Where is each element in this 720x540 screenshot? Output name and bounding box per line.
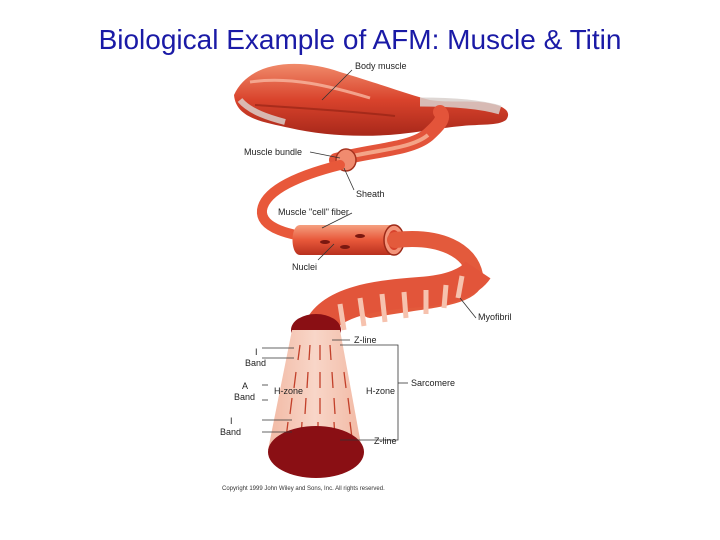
- label-sarcomere: Sarcomere: [411, 378, 455, 388]
- label-i-band-top-letter: I: [255, 347, 258, 357]
- label-a-band-word: Band: [234, 392, 255, 402]
- label-sheath: Sheath: [356, 189, 385, 199]
- label-z-line-bottom: Z-line: [374, 436, 397, 446]
- label-body-muscle: Body muscle: [355, 61, 407, 71]
- label-h-zone-right: H-zone: [366, 386, 395, 396]
- label-h-zone-left: H-zone: [274, 386, 303, 396]
- sarcomere-enlargement: [268, 330, 364, 478]
- label-muscle-cell-fiber: Muscle "cell" fiber: [278, 207, 349, 217]
- label-a-band-letter: A: [242, 381, 248, 391]
- slide-title: Biological Example of AFM: Muscle & Titi…: [98, 24, 622, 55]
- label-i-band-bottom-letter: I: [230, 416, 233, 426]
- label-z-line-top: Z-line: [354, 335, 377, 345]
- label-nuclei: Nuclei: [292, 262, 317, 272]
- label-muscle-bundle: Muscle bundle: [244, 147, 302, 157]
- body-muscle-arm: [234, 63, 509, 136]
- label-myofibril: Myofibril: [478, 312, 512, 322]
- label-i-band-bottom-word: Band: [220, 427, 241, 437]
- bundle-to-fiber-connector: [257, 160, 345, 243]
- label-i-band-top-word: Band: [245, 358, 266, 368]
- leader-lines: [262, 69, 477, 441]
- copyright-notice: Copyright 1999 John Wiley and Sons, Inc.…: [222, 486, 385, 492]
